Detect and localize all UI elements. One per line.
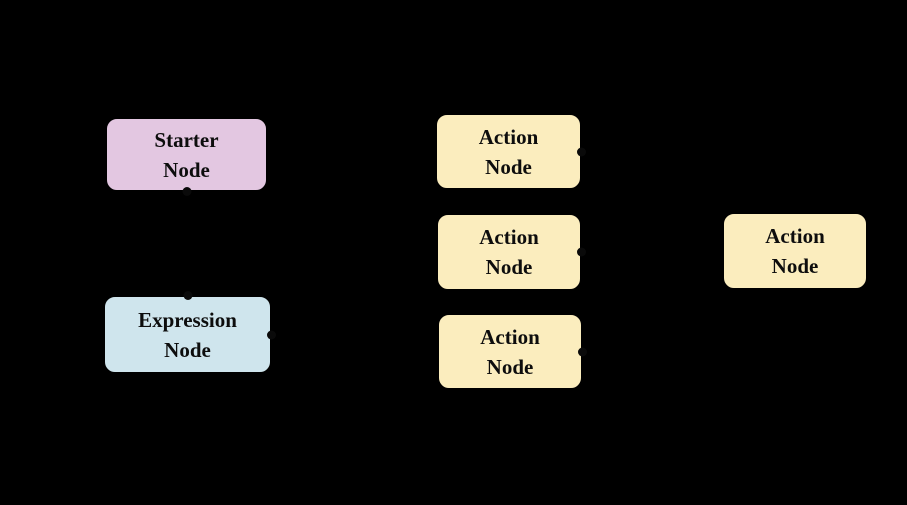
node-label-line: Node <box>486 354 534 379</box>
node-label-line: Starter <box>154 127 219 152</box>
connection-handle-bottom[interactable] <box>182 187 191 196</box>
node-label-line: Node <box>163 157 210 182</box>
connection-handle-right[interactable] <box>577 247 586 257</box>
connection-handle-top[interactable] <box>183 291 192 300</box>
node-label-line: Node <box>164 337 211 362</box>
node-label-line: Node <box>771 254 819 278</box>
node-label-line: Action <box>480 324 540 349</box>
node-label-line: Action <box>765 224 825 248</box>
node-label-line: Expression <box>138 307 237 332</box>
connection-handle-right[interactable] <box>267 330 276 339</box>
connection-handle-right[interactable] <box>578 347 587 356</box>
node-label-line: Node <box>485 255 533 279</box>
connection-handle-right[interactable] <box>577 147 586 156</box>
node-label-line: Action <box>478 124 539 149</box>
node-label-line: Action <box>479 225 539 249</box>
node-label-line: Node <box>485 154 532 179</box>
